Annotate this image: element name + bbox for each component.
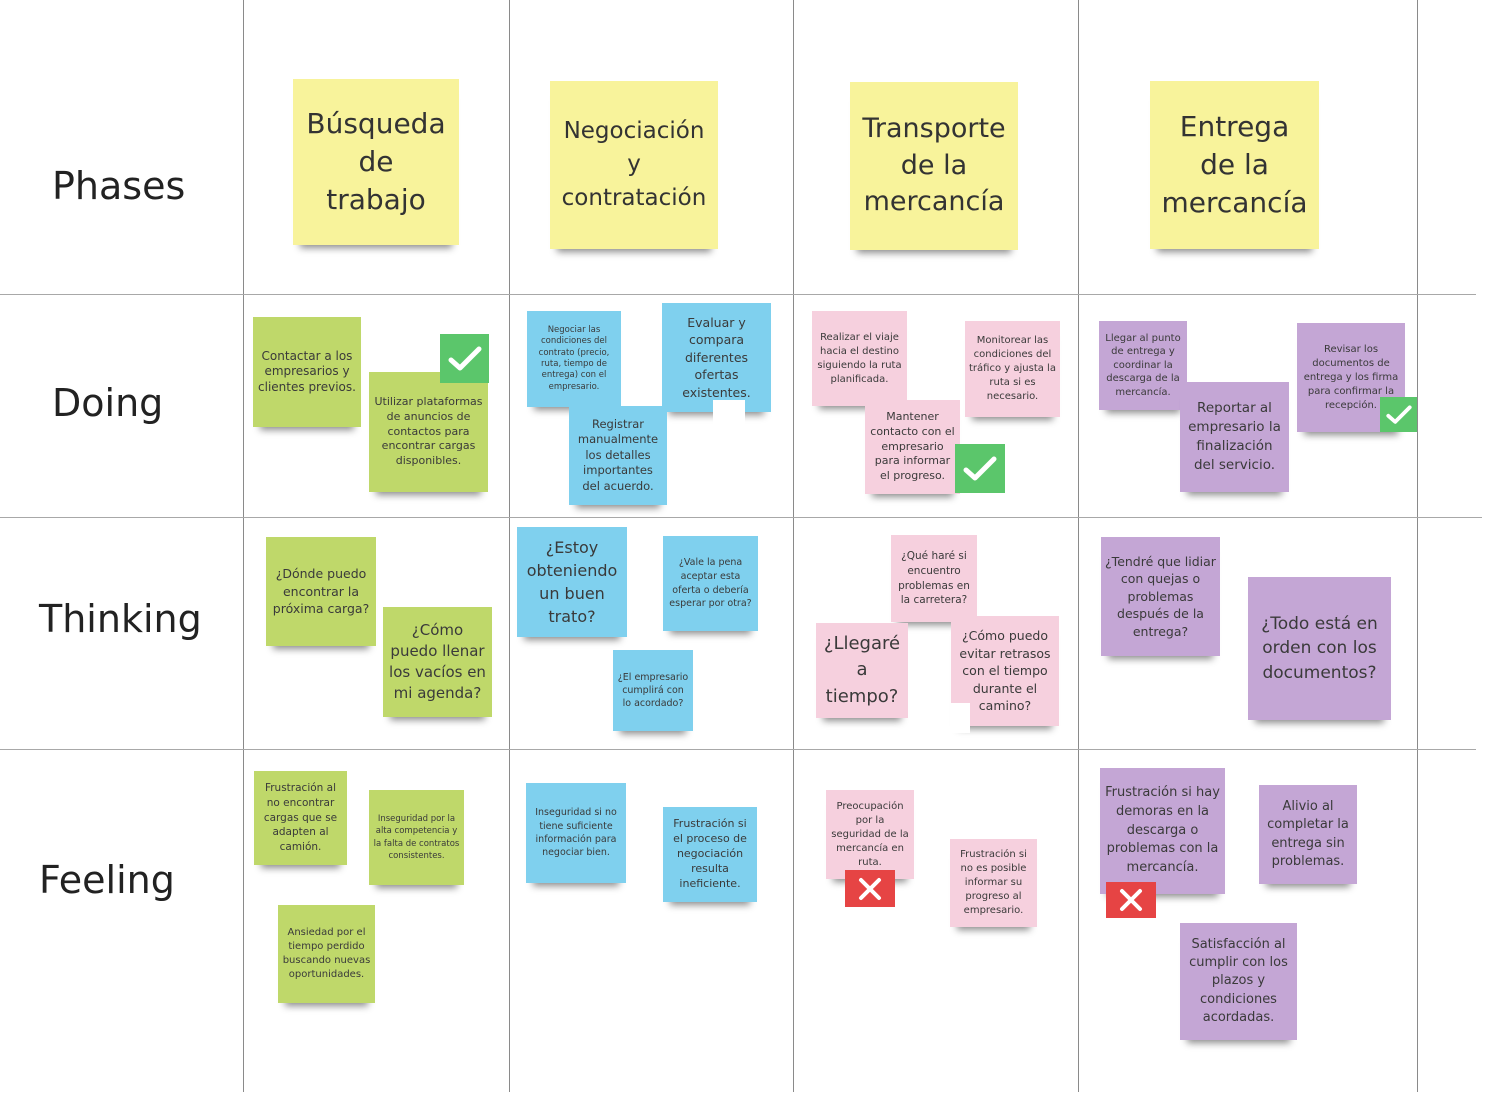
note-inseguridad-info[interactable]: Inseguridad si no tiene suficiente infor… — [526, 783, 626, 883]
note-negociar[interactable]: Negociar las condiciones del contrato (p… — [527, 311, 621, 407]
phase-note-busqueda[interactable]: Búsqueda de trabajo — [293, 79, 459, 245]
note-que-hare[interactable]: ¿Qué haré si encuentro problemas en la c… — [891, 535, 977, 622]
mask — [950, 703, 970, 733]
note-frustracion-proceso[interactable]: Frustración si el proceso de negociación… — [663, 807, 757, 902]
row-label-phases: Phases — [52, 164, 186, 208]
note-registrar[interactable]: Registrar manualmente los detalles impor… — [569, 406, 667, 505]
note-como-llenar[interactable]: ¿Cómo puedo llenar los vacíos en mi agen… — [383, 607, 492, 717]
note-vale[interactable]: ¿Vale la pena aceptar esta oferta o debe… — [663, 536, 758, 631]
note-evaluar[interactable]: Evaluar y compara diferentes ofertas exi… — [662, 303, 771, 412]
grid-line — [0, 294, 1476, 295]
grid-line — [1078, 0, 1079, 1092]
note-llegar[interactable]: Llegar al punto de entrega y coordinar l… — [1099, 321, 1187, 410]
note-utilizar[interactable]: Utilizar plataformas de anuncios de cont… — [369, 372, 488, 492]
grid-line — [1417, 0, 1418, 1092]
row-label-feeling: Feeling — [39, 858, 175, 902]
note-tendre[interactable]: ¿Tendré que lidiar con quejas o problema… — [1101, 537, 1220, 656]
note-mantener[interactable]: Mantener contacto con el empresario para… — [865, 400, 960, 494]
grid-line — [0, 749, 1476, 750]
check-icon — [955, 444, 1005, 493]
note-realizar[interactable]: Realizar el viaje hacia el destino sigui… — [812, 311, 907, 406]
row-label-doing: Doing — [52, 381, 164, 425]
note-inseguridad-competencia[interactable]: Inseguridad por la alta competencia y la… — [369, 790, 464, 885]
phase-note-negociacion[interactable]: Negociación y contratación — [550, 81, 718, 249]
note-llegare[interactable]: ¿Llegaré a tiempo? — [816, 623, 908, 718]
note-frustracion-demoras[interactable]: Frustración si hay demoras en la descarg… — [1100, 768, 1225, 894]
check-icon — [440, 334, 489, 383]
note-monitorear[interactable]: Monitorear las condiciones del tráfico y… — [965, 321, 1060, 417]
note-estoy[interactable]: ¿Estoy obteniendo un buen trato? — [517, 527, 627, 637]
phase-note-transporte[interactable]: Transporte de la mercancía — [850, 82, 1018, 250]
note-alivio[interactable]: Alivio al completar la entrega sin probl… — [1259, 785, 1357, 884]
note-donde[interactable]: ¿Dónde puedo encontrar la próxima carga? — [266, 537, 376, 646]
note-ansiedad[interactable]: Ansiedad por el tiempo perdido buscando … — [278, 905, 375, 1003]
cross-icon — [1106, 882, 1156, 918]
check-icon — [1380, 397, 1417, 432]
note-contactar[interactable]: Contactar a los empresarios y clientes p… — [253, 317, 361, 427]
grid-line — [509, 0, 510, 1092]
phase-note-entrega[interactable]: Entrega de la mercancía — [1150, 81, 1319, 249]
cross-icon — [845, 870, 895, 907]
note-frustracion-informar[interactable]: Frustración si no es posible informar su… — [950, 839, 1037, 927]
note-reportar[interactable]: Reportar al empresario la finalización d… — [1180, 382, 1289, 492]
note-frustracion-cargas[interactable]: Frustración al no encontrar cargas que s… — [254, 771, 347, 865]
grid-line — [243, 0, 244, 1092]
note-satisfaccion[interactable]: Satisfacción al cumplir con los plazos y… — [1180, 923, 1297, 1040]
note-todo[interactable]: ¿Todo está en orden con los documentos? — [1248, 577, 1391, 720]
grid-line — [0, 517, 1482, 518]
grid-line — [793, 0, 794, 1092]
row-label-thinking: Thinking — [39, 597, 202, 641]
note-preocupacion[interactable]: Preocupación por la seguridad de la merc… — [826, 790, 914, 879]
note-revisar[interactable]: Revisar los documentos de entrega y los … — [1297, 323, 1405, 432]
note-empresario[interactable]: ¿El empresario cumplirá con lo acordado? — [613, 650, 693, 731]
mask — [713, 400, 745, 430]
